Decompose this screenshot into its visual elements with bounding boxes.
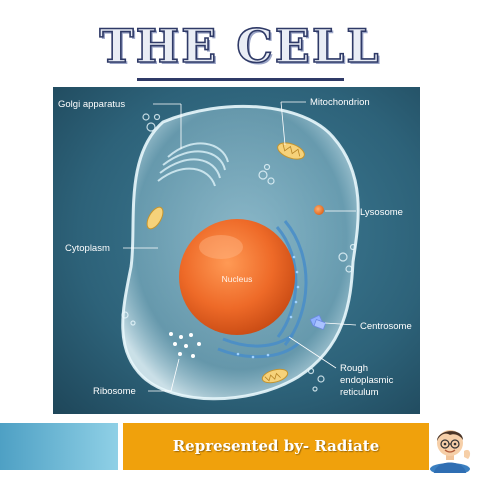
label-golgi: Golgi apparatus [58,99,125,110]
label-ribosome: Ribosome [93,386,136,397]
label-rer-line3: reticulum [340,387,379,398]
golgi-apparatus [157,142,229,187]
label-cytoplasm: Cytoplasm [65,243,110,254]
rough-endoplasmic-reticulum [217,220,308,359]
er-ribosome-dots [236,255,300,359]
centrosome [309,314,327,330]
label-centrosome: Centrosome [360,321,412,332]
title-underline [137,78,344,81]
footer-banner: Represented by- Radiate [123,423,429,470]
nucleus-label: Nucleus [222,274,253,284]
avatar [424,421,476,475]
cell-diagram: Nucleus Golgi appar [53,87,420,414]
mitochondrion-left [146,206,164,230]
leader-lines [123,101,357,392]
label-rer-line2: endoplasmic [340,375,394,386]
lysosome [314,205,324,215]
mitochondrion-top [277,142,305,160]
ribosomes [169,332,201,358]
label-lysosome: Lysosome [360,207,403,218]
nucleus [179,219,295,335]
footer-accent-bar [0,423,118,470]
credit-text: Represented by- Radiate [172,437,380,455]
label-rer-line1: Rough [340,363,368,374]
mitochondrion-bottom [261,368,289,384]
label-mitochondrion: Mitochondrion [310,97,370,108]
vesicles [121,113,357,392]
slide-title: THE CELL [99,18,381,74]
